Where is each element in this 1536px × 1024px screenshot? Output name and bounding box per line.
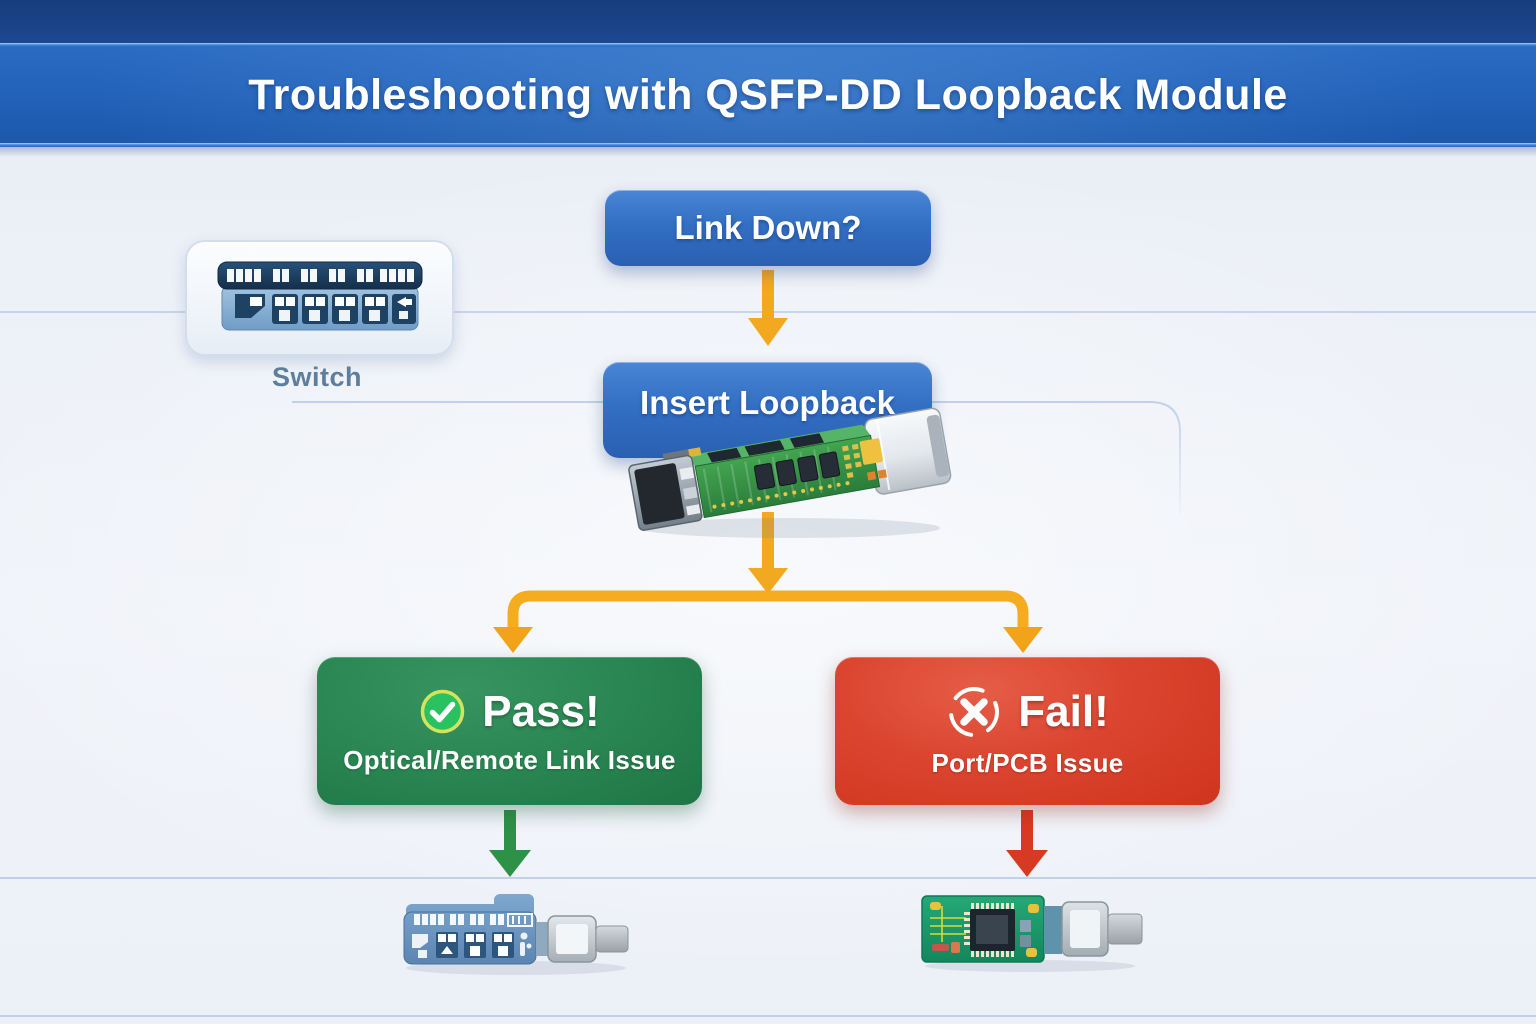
pass-title: Pass! <box>482 686 600 736</box>
transceiver-module-illustration <box>398 888 643 976</box>
arrow-linkdown-to-insert <box>748 270 788 346</box>
node-fail: Fail! Port/PCB Issue <box>835 657 1220 805</box>
qsfp-dd-loopback-module-illustration <box>600 406 980 546</box>
arrow-pass-down <box>489 810 531 877</box>
header-drop-shadow <box>0 147 1536 157</box>
arrow-fail-down <box>1006 810 1048 877</box>
header-top-strip <box>0 0 1536 44</box>
switch-front-ports <box>234 294 416 324</box>
node-link-down: Link Down? <box>605 190 931 266</box>
switch-top-ports <box>226 269 414 282</box>
module-port-leds <box>414 914 504 925</box>
node-insert-loopback-label: Insert Loopback <box>640 384 895 421</box>
switch-illustration <box>217 261 422 331</box>
node-link-down-label: Link Down? <box>674 209 862 246</box>
page-title: Troubleshooting with QSFP-DD Loopback Mo… <box>248 70 1288 119</box>
header-title-band: Troubleshooting with QSFP-DD Loopback Mo… <box>0 46 1536 144</box>
switch-label: Switch <box>271 362 362 392</box>
fail-title: Fail! <box>1018 686 1109 736</box>
pcb-chip-module-illustration <box>918 890 1150 972</box>
header-divider-top <box>0 43 1536 47</box>
module-front-ports <box>412 932 532 958</box>
chip-pins <box>964 903 1014 957</box>
switch-card <box>185 240 454 356</box>
check-circle-icon <box>421 689 465 734</box>
arrow-insert-to-split <box>748 512 788 594</box>
header-divider-bottom <box>0 143 1536 147</box>
node-pass: Pass! Optical/Remote Link Issue <box>317 657 702 805</box>
header-banner: Troubleshooting with QSFP-DD Loopback Mo… <box>0 0 1536 157</box>
x-circle-icon <box>949 686 1000 737</box>
pass-subtitle: Optical/Remote Link Issue <box>343 744 676 775</box>
branch-connector <box>493 590 1043 653</box>
fail-subtitle: Port/PCB Issue <box>931 747 1124 778</box>
